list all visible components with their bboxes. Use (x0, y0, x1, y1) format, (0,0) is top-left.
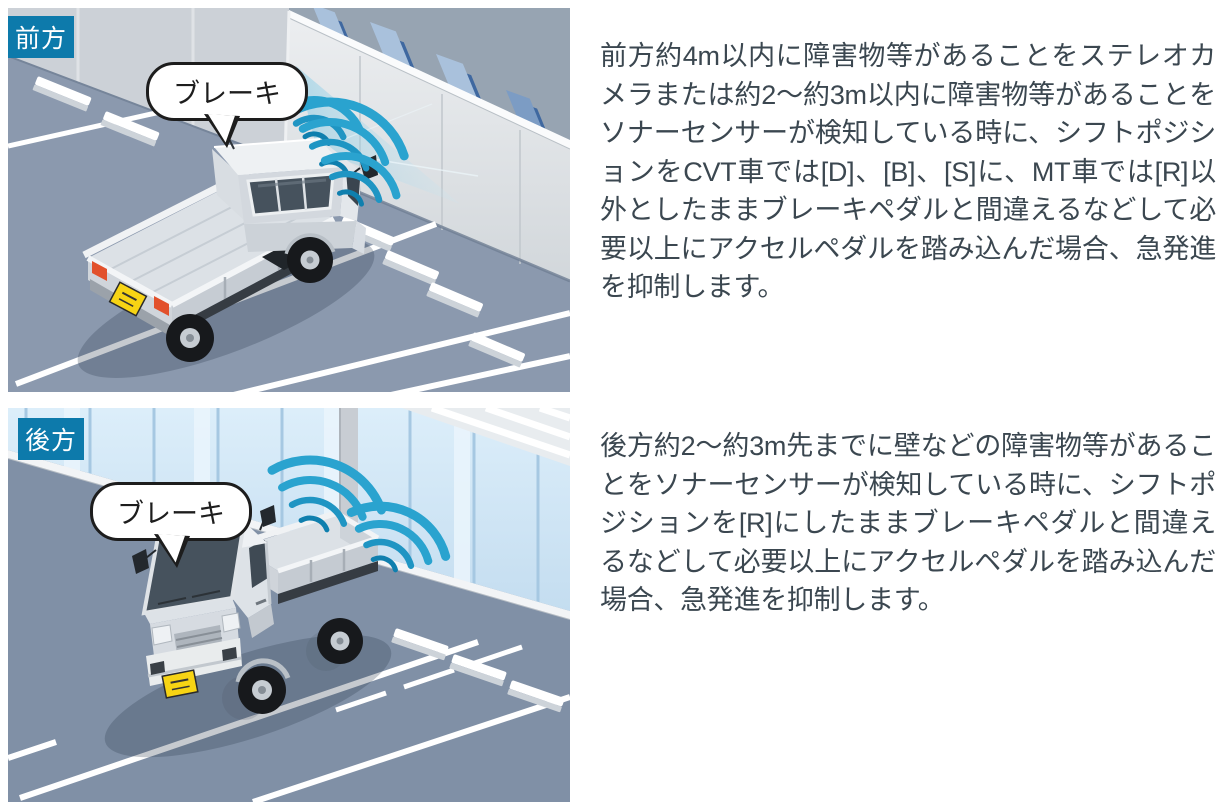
front-illustration-panel: 前方 ブレーキ (8, 8, 570, 392)
parking-curb-blocks (32, 76, 525, 368)
license-plate (161, 669, 199, 699)
brake-speech-bubble: ブレーキ (146, 62, 308, 121)
rear-badge: 後方 (18, 418, 84, 460)
license-plate (108, 281, 148, 317)
parking-curb-blocks (391, 628, 565, 713)
rear-description-text: 後方約2〜約3m先までに壁などの障害物等があることをソナーセンサーが検知している… (600, 431, 1216, 615)
rear-illustration-panel: 後方 ブレーキ (8, 408, 570, 802)
speech-bubble-tail (204, 114, 240, 148)
sonar-waves-front (282, 96, 409, 207)
brake-speech-bubble: ブレーキ (90, 482, 252, 541)
front-description-text: 前方約4m以内に障害物等があることをステレオカメラまたは約2〜約3m以内に障害物… (600, 41, 1216, 302)
rear-scene-illustration (8, 408, 570, 802)
speech-bubble-tail (154, 534, 190, 568)
sonar-waves-rear (267, 455, 451, 573)
front-badge: 前方 (8, 16, 74, 58)
parking-lines (8, 639, 570, 802)
truck-front-view (77, 128, 378, 378)
parking-floor (8, 459, 570, 802)
